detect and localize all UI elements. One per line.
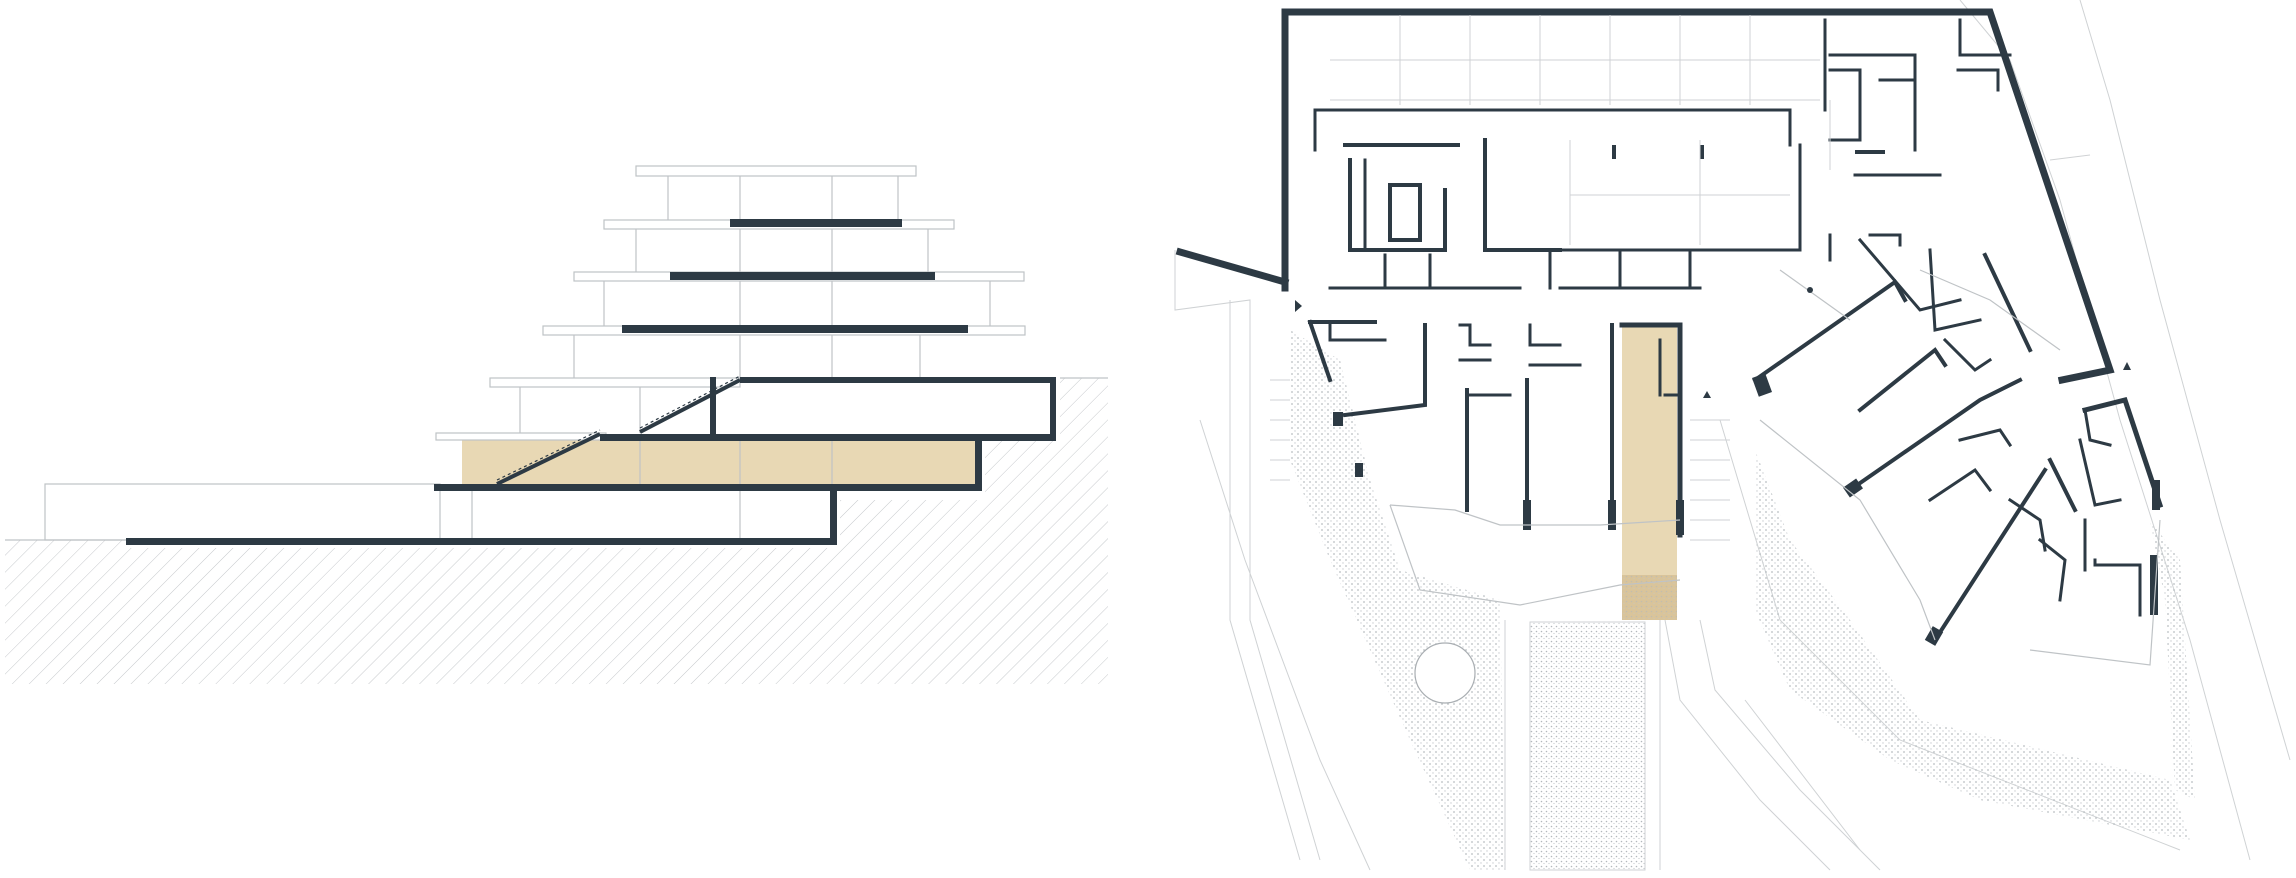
south-block xyxy=(1270,319,1730,606)
gravel-strip-east xyxy=(2150,520,2195,800)
section-marker-icon xyxy=(1703,391,1711,398)
plan-markers xyxy=(1295,287,2131,398)
entry-marker-icon xyxy=(2123,362,2131,370)
plan-drawing xyxy=(1174,0,2291,871)
cut-slabs xyxy=(126,219,1056,545)
landscape-surfaces xyxy=(1290,330,2195,871)
gravel-area-east xyxy=(1755,450,2190,840)
section-drawing xyxy=(5,165,1108,684)
north-block xyxy=(1281,8,2115,385)
paved-ramp xyxy=(1530,622,1645,870)
round-planter xyxy=(1414,642,1476,704)
north-arrow-icon xyxy=(1295,300,1302,312)
column-dot xyxy=(1807,287,1813,293)
highlighted-corridor xyxy=(1622,325,1677,620)
east-wing xyxy=(1752,237,2164,666)
entry-wall xyxy=(1175,247,1290,287)
ground-hatch xyxy=(5,378,1108,684)
gravel-area-west xyxy=(1290,330,1505,870)
highlighted-level xyxy=(462,440,982,488)
section-stairs xyxy=(496,375,741,486)
